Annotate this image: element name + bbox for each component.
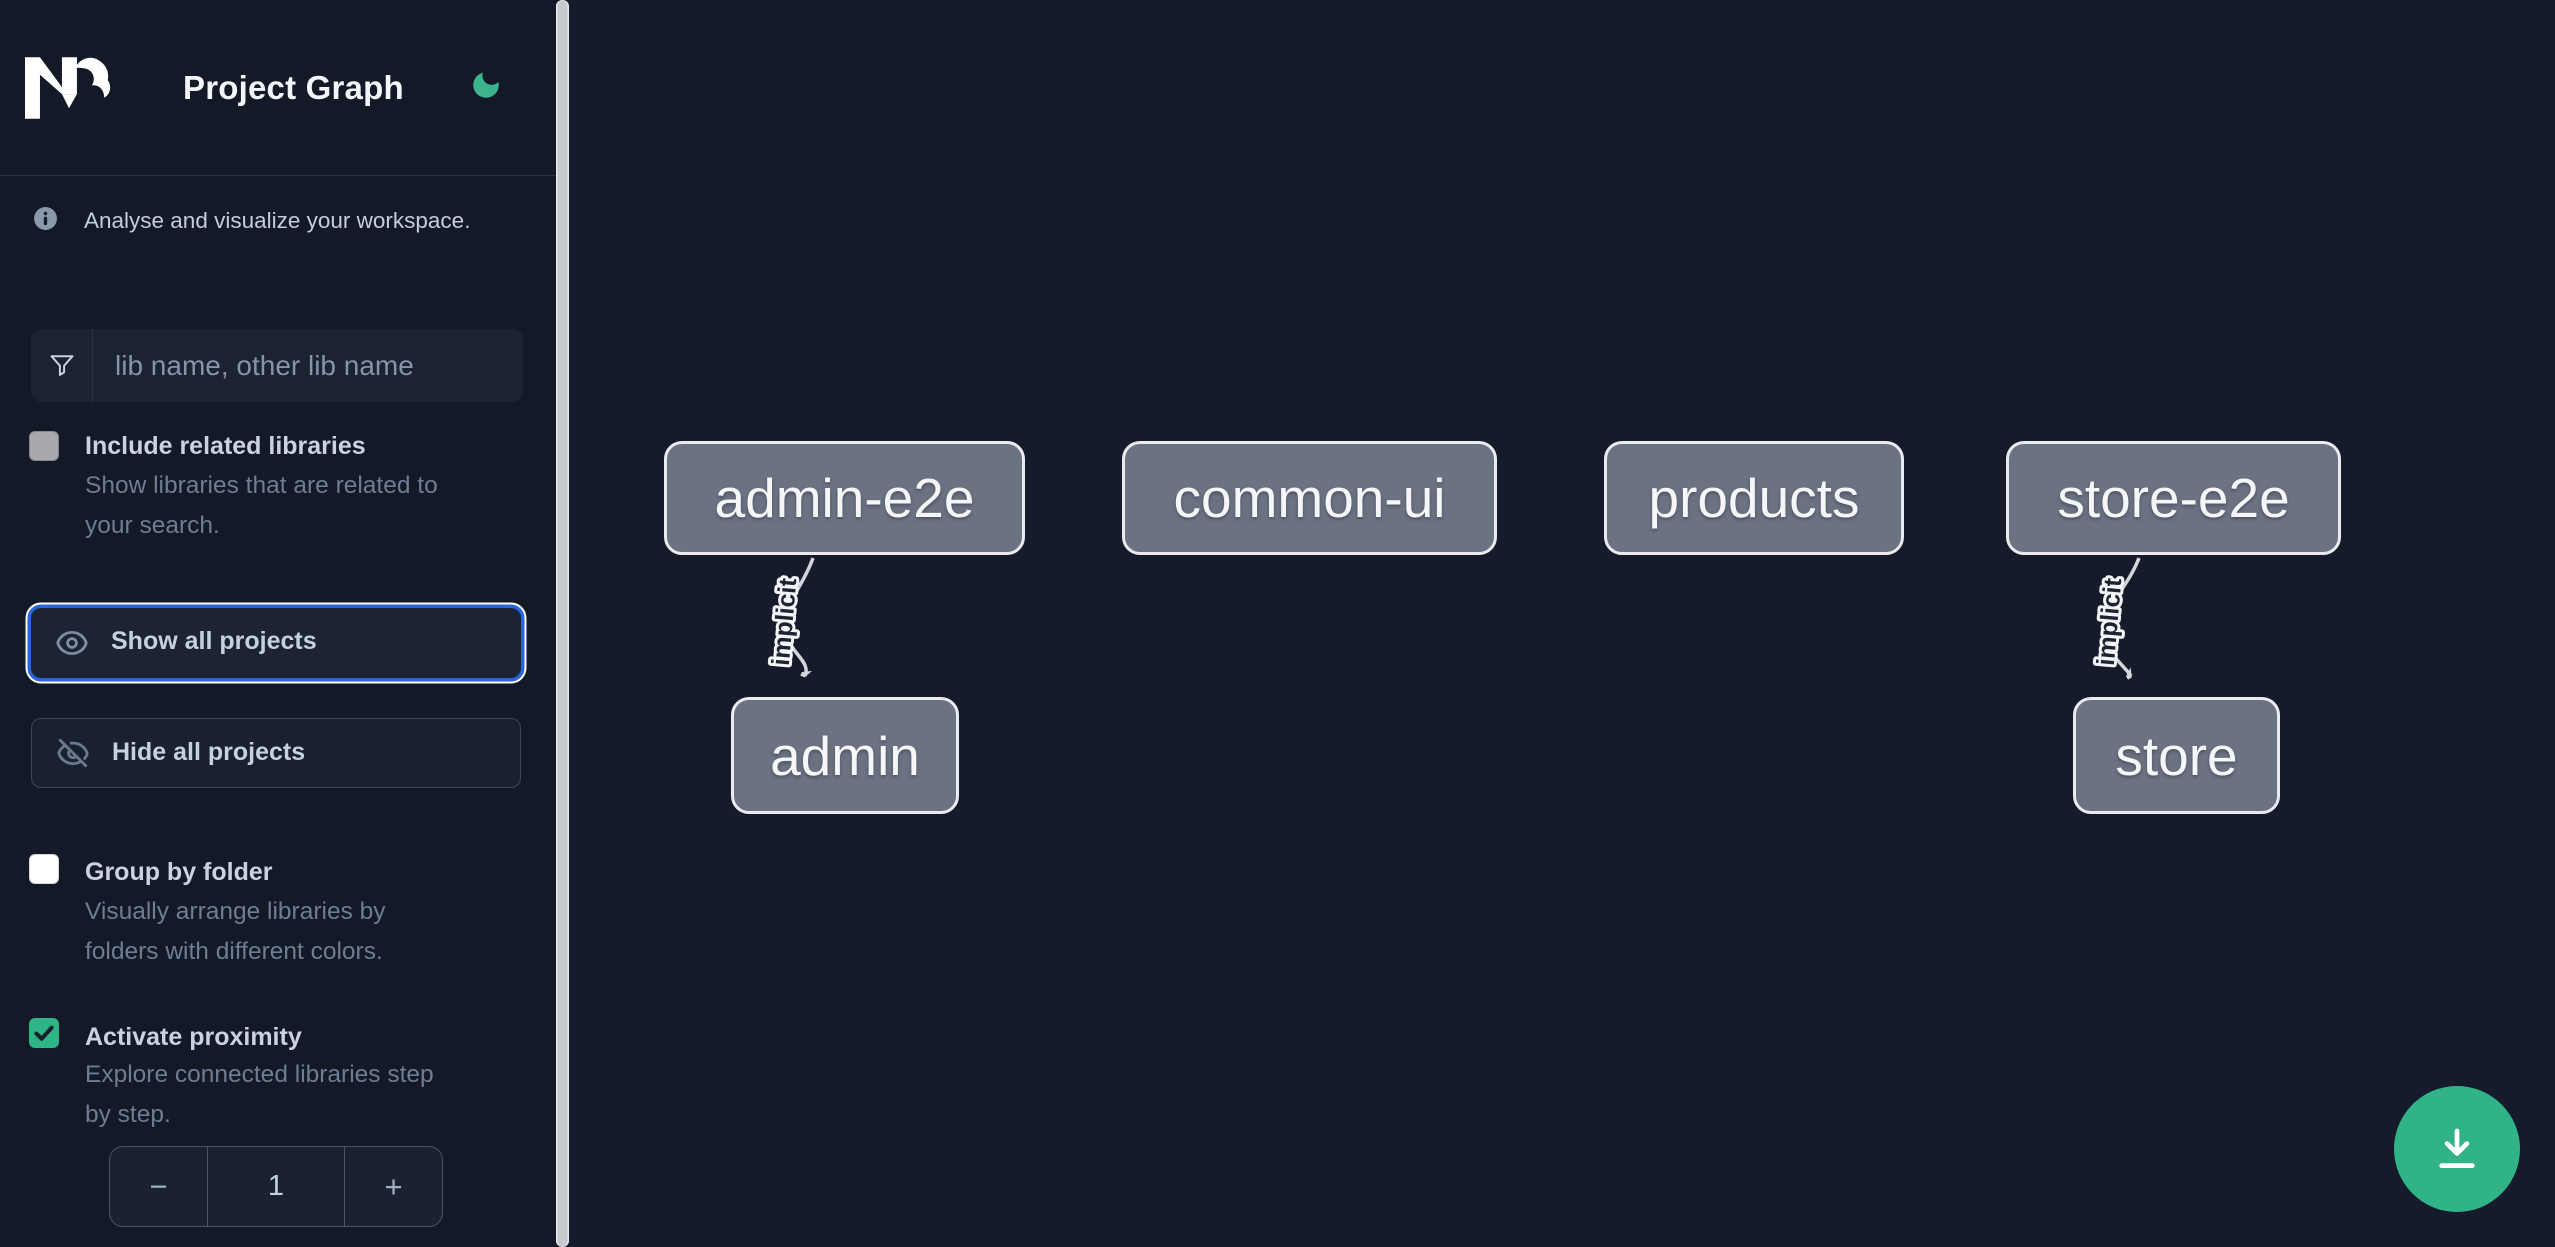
- group-by-folder-label: Group by folder: [85, 858, 273, 886]
- download-graph-button[interactable]: [2394, 1086, 2520, 1212]
- graph-node-admin[interactable]: admin: [731, 697, 959, 814]
- graph-canvas[interactable]: implicit implicit admin-e2e common-ui pr…: [569, 0, 2555, 1247]
- sidebar-header: Project Graph: [0, 0, 556, 176]
- intro-text: Analyse and visualize your workspace.: [84, 208, 471, 233]
- page-title: Project Graph: [183, 69, 404, 106]
- description-line: Visually arrange libraries by: [85, 898, 386, 925]
- proximity-decrement-button[interactable]: −: [110, 1147, 207, 1226]
- filter-funnel-icon: [31, 329, 93, 402]
- edge-label-implicit: implicit: [2092, 576, 2128, 666]
- proximity-stepper: − 1 +: [109, 1146, 443, 1227]
- nx-logo: [25, 57, 111, 119]
- group-by-folder-description: Visually arrange libraries by folders wi…: [85, 892, 386, 972]
- search-box: [31, 329, 523, 402]
- edges-layer: implicit implicit: [764, 557, 2141, 1247]
- sidebar: Project Graph Analyse and visualize your…: [0, 0, 556, 1247]
- include-related-label: Include related libraries: [85, 432, 366, 460]
- intro-row: Analyse and visualize your workspace.: [33, 206, 533, 236]
- graph-node-common-ui[interactable]: common-ui: [1122, 441, 1497, 555]
- edge-admin-e2e-admin: implicit: [764, 557, 815, 676]
- description-line: folders with different colors.: [85, 938, 383, 965]
- activate-proximity-label: Activate proximity: [85, 1023, 302, 1051]
- hide-all-projects-button[interactable]: Hide all projects: [31, 718, 521, 788]
- activate-proximity-description: Explore connected libraries step by step…: [85, 1055, 434, 1135]
- graph-node-admin-e2e[interactable]: admin-e2e: [664, 441, 1025, 555]
- edge-store-e2e-store: implicit: [2089, 557, 2141, 676]
- include-related-checkbox[interactable]: [29, 431, 59, 461]
- graph-node-products[interactable]: products: [1604, 441, 1904, 555]
- group-by-folder-checkbox[interactable]: [29, 854, 59, 884]
- description-line: your search.: [85, 512, 220, 539]
- show-all-projects-label: Show all projects: [111, 627, 317, 655]
- activate-proximity-checkbox[interactable]: [29, 1018, 59, 1048]
- description-line: by step.: [85, 1101, 171, 1128]
- sidebar-scrollbar[interactable]: [556, 0, 569, 1247]
- search-input[interactable]: [95, 329, 521, 402]
- show-all-projects-button[interactable]: Show all projects: [31, 608, 521, 678]
- description-line: Explore connected libraries step: [85, 1061, 434, 1088]
- eye-off-icon: [57, 738, 89, 768]
- eye-icon: [56, 630, 88, 656]
- graph-node-store-e2e[interactable]: store-e2e: [2006, 441, 2341, 555]
- moon-icon: [473, 72, 499, 98]
- download-icon: [2439, 1128, 2475, 1169]
- checkmark-icon: [34, 1025, 54, 1041]
- include-related-description: Show libraries that are related to your …: [85, 466, 438, 546]
- proximity-value: 1: [207, 1147, 345, 1226]
- proximity-increment-button[interactable]: +: [345, 1147, 442, 1226]
- info-icon: [34, 207, 57, 230]
- theme-toggle-button[interactable]: [462, 60, 510, 108]
- hide-all-projects-label: Hide all projects: [112, 738, 306, 766]
- description-line: Show libraries that are related to: [85, 472, 438, 499]
- graph-node-store[interactable]: store: [2073, 697, 2280, 814]
